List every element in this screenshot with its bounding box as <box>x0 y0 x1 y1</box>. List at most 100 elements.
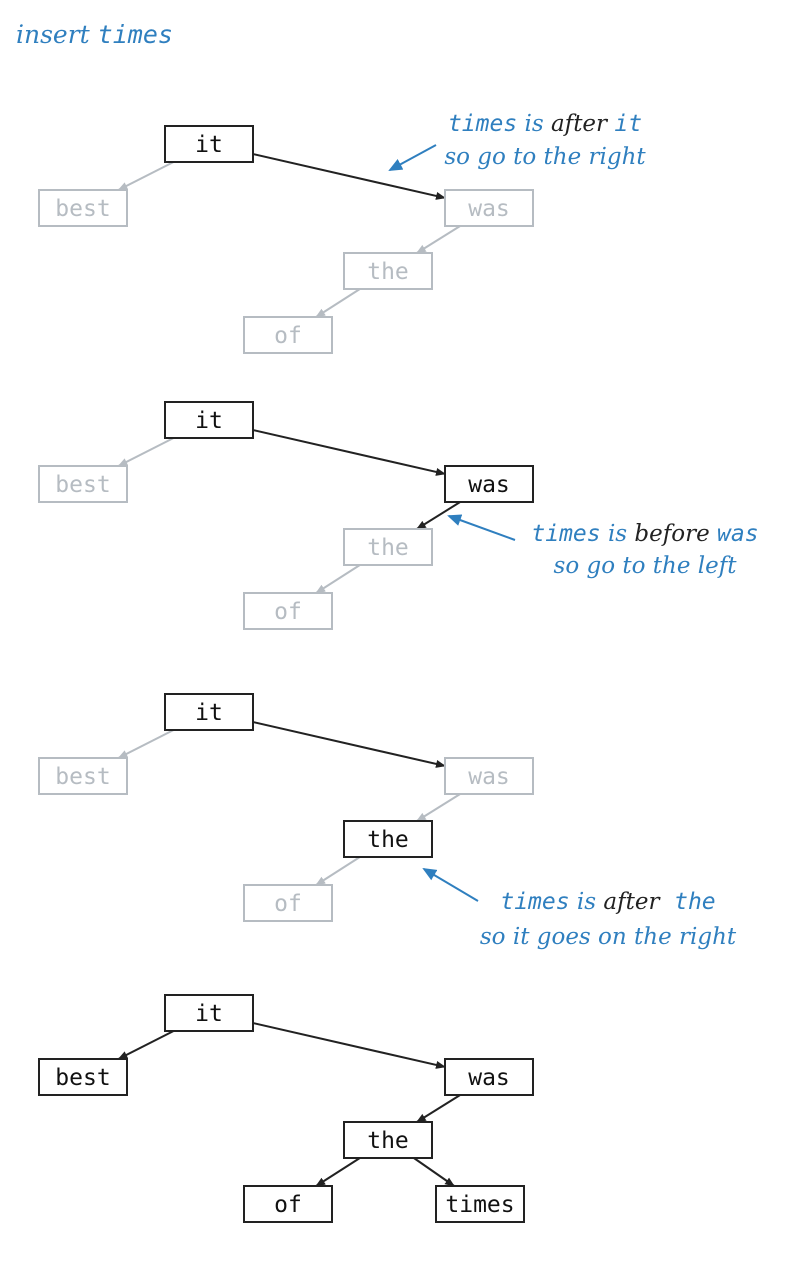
annotation-line2-part: so go to the left <box>554 553 738 579</box>
node-of: of <box>243 884 333 922</box>
node-of: of <box>243 592 333 630</box>
node-label-it: it <box>195 132 223 158</box>
edge-it-to-best <box>117 161 175 191</box>
node-label-it: it <box>195 700 223 726</box>
annotation-line2: so it goes on the right <box>480 924 737 950</box>
annotation-line1-part: times <box>448 111 517 137</box>
annotation-line1-part: was <box>717 521 759 547</box>
node-it: it <box>164 693 254 731</box>
edge-the-to-times <box>413 1157 455 1187</box>
node-the: the <box>343 528 433 566</box>
node-label-best: best <box>55 196 110 222</box>
annotation-line1-part: it <box>614 111 642 137</box>
node-label-the: the <box>367 827 409 853</box>
node-box-was <box>444 189 534 227</box>
node-label-the: the <box>367 259 409 285</box>
node-box-best <box>38 757 128 795</box>
node-label-was: was <box>468 764 510 790</box>
edge-the-to-of <box>315 856 361 886</box>
node-box-the <box>343 820 433 858</box>
edge-it-to-was <box>252 429 446 476</box>
annotation-line2-part: so go to the right <box>444 144 646 170</box>
node-label-was: was <box>468 472 510 498</box>
edge-was-to-the <box>416 793 461 822</box>
node-box-the <box>343 1121 433 1159</box>
node-label-of: of <box>274 323 302 349</box>
annotation-pointer-arrow <box>388 144 437 171</box>
edge-it-to-best <box>117 1030 175 1060</box>
node-label-times: times <box>445 1192 514 1218</box>
annotation-line1-part: before <box>634 521 717 547</box>
edge-was-to-the <box>416 225 461 254</box>
node-it: it <box>164 401 254 439</box>
node-box-best <box>38 189 128 227</box>
node-box-of <box>243 884 333 922</box>
node-best: best <box>38 189 128 227</box>
node-box-of <box>243 592 333 630</box>
node-box-best <box>38 465 128 503</box>
node-was: was <box>444 189 534 227</box>
annotation-line1-part: is <box>517 111 551 137</box>
node-label-it: it <box>195 408 223 434</box>
step-4: it best was the of times <box>38 994 534 1223</box>
node-box-it <box>164 693 254 731</box>
node-box-was <box>444 1058 534 1096</box>
node-was: was <box>444 465 534 503</box>
edge-it-to-best <box>117 437 175 467</box>
edge-it-to-best <box>117 729 175 759</box>
node-label-the: the <box>367 535 409 561</box>
title-prefix: insert <box>16 20 98 49</box>
edge-the-to-of <box>315 564 361 594</box>
title-key: times <box>97 20 173 49</box>
node-box-of <box>243 1185 333 1223</box>
node-the: the <box>343 1121 433 1159</box>
annotation-line2: so go to the right <box>444 144 646 170</box>
annotation-line2: so go to the left <box>554 553 738 579</box>
edge-was-to-the <box>416 501 461 530</box>
node-was: was <box>444 1058 534 1096</box>
edge-was-to-the <box>416 1094 461 1123</box>
annotation-line1: times is after the <box>500 889 715 915</box>
step-2: it best was the of times is before was so go t… <box>38 401 759 630</box>
node-label-of: of <box>274 1192 302 1218</box>
node-box-it <box>164 401 254 439</box>
node-label-the: the <box>367 1128 409 1154</box>
node-label-of: of <box>274 891 302 917</box>
annotation-line1-part: is <box>570 889 604 915</box>
annotation-line1-part: times <box>500 889 569 915</box>
node-box-it <box>164 125 254 163</box>
annotation-line1-part: after <box>551 111 614 137</box>
node-box-was <box>444 757 534 795</box>
node-label-was: was <box>468 1065 510 1091</box>
node-box-times <box>435 1185 525 1223</box>
annotation-line1-part: is <box>601 521 635 547</box>
node-best: best <box>38 465 128 503</box>
annotation-line2-part: so it goes on the right <box>480 924 737 950</box>
node-box-it <box>164 994 254 1032</box>
edge-the-to-of <box>315 288 361 318</box>
step-1: it best was the of times is after it so go to … <box>38 111 646 354</box>
edge-it-to-was <box>252 721 446 768</box>
node-best: best <box>38 757 128 795</box>
step-3: it best was the of times is after the so it go… <box>38 693 737 950</box>
annotation-pointer-arrow <box>447 514 516 541</box>
annotation-line1-part: times <box>531 521 600 547</box>
annotation-line1-part: the <box>674 889 716 915</box>
annotation-line1: times is before was <box>531 521 758 547</box>
node-label-best: best <box>55 764 110 790</box>
node-of: of <box>243 1185 333 1223</box>
edge-the-to-of <box>315 1157 361 1187</box>
node-label-best: best <box>55 1065 110 1091</box>
edge-it-to-was <box>252 153 446 200</box>
node-label-of: of <box>274 599 302 625</box>
annotation-pointer-arrow <box>422 867 479 902</box>
node-label-it: it <box>195 1001 223 1027</box>
node-best: best <box>38 1058 128 1096</box>
node-box-best <box>38 1058 128 1096</box>
node-was: was <box>444 757 534 795</box>
node-box-was <box>444 465 534 503</box>
edge-it-to-was <box>252 1022 446 1069</box>
annotation-line1: times is after it <box>448 111 642 137</box>
node-the: the <box>343 820 433 858</box>
